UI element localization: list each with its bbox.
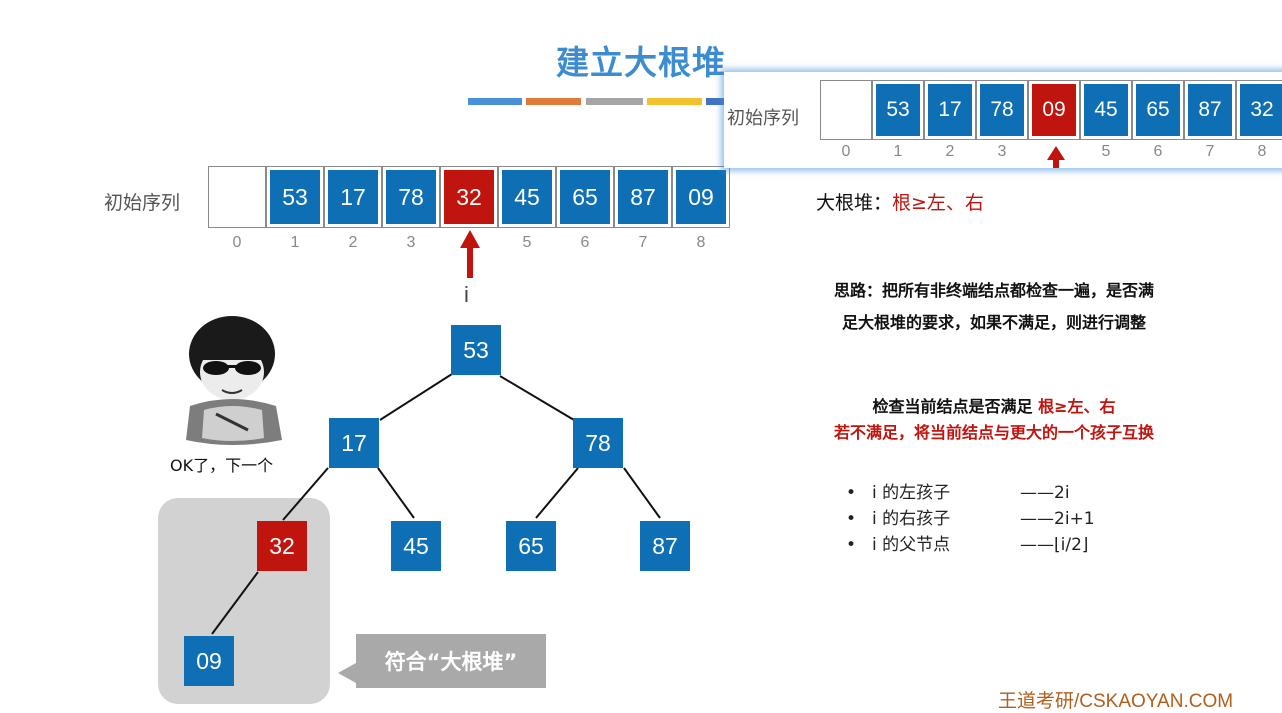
array-cell xyxy=(208,166,266,228)
array-cell-value: 09 xyxy=(1032,84,1076,136)
array-label: 初始序列 xyxy=(104,192,181,214)
idea-note: 思路：把所有非终端结点都检查一遍，是否满 足大根堆的要求，如果不满足，则进行调整 xyxy=(780,276,1208,338)
array-cell: 17 xyxy=(924,80,976,140)
bullet-value: ——2i+1 xyxy=(1020,509,1095,529)
array-cell: 78 xyxy=(382,166,440,228)
page-title: 建立大根堆 xyxy=(556,43,726,82)
array-cell: 09 xyxy=(1028,80,1080,140)
bullet-name: i 的左孩子 xyxy=(872,483,951,503)
array-cell: 87 xyxy=(614,166,672,228)
array-cell-value: 17 xyxy=(328,170,378,224)
array-cell: 32 xyxy=(440,166,498,228)
stripe-4 xyxy=(647,98,702,105)
bullet-list: •i 的左孩子——2i •i 的右孩子——2i+1 •i 的父节点——⌊i/2⌋ xyxy=(846,480,1095,558)
array-cell: 53 xyxy=(266,166,324,228)
array-cell: 45 xyxy=(498,166,556,228)
check-line-1-prefix: 检查当前结点是否满足 xyxy=(872,397,1039,416)
array-cell-value: 53 xyxy=(876,84,920,136)
array-cell-value: 09 xyxy=(676,170,726,224)
bullet-name: i 的父节点 xyxy=(872,535,951,555)
bullet-item: •i 的父节点——⌊i/2⌋ xyxy=(846,532,1095,558)
heap-rule-prefix: 大根堆： xyxy=(816,192,893,214)
bullet-value: ——⌊i/2⌋ xyxy=(1020,535,1089,555)
array-cell: 78 xyxy=(976,80,1028,140)
array-index: 8 xyxy=(696,234,706,251)
array-cell: 65 xyxy=(1132,80,1184,140)
idea-line-1: 思路：把所有非终端结点都检查一遍，是否满 xyxy=(833,281,1154,300)
stripe-2 xyxy=(526,98,581,105)
array-index: 6 xyxy=(580,234,590,251)
tree-node: 78 xyxy=(573,418,623,468)
tree-node: 65 xyxy=(506,521,556,571)
tree-node: 45 xyxy=(391,521,441,571)
pointer-arrow-icon xyxy=(460,230,480,278)
array-cell: 87 xyxy=(1184,80,1236,140)
idea-line-2: 足大根堆的要求，如果不满足，则进行调整 xyxy=(841,313,1146,332)
check-note: 检查当前结点是否满足 根≥左、右 若不满足，将当前结点与更大的一个孩子互换 xyxy=(780,392,1208,448)
array-cell-value: 87 xyxy=(1188,84,1232,136)
array-cell: 65 xyxy=(556,166,614,228)
heap-rule-text: 根≥左、右 xyxy=(892,192,984,214)
array-cell-value: 87 xyxy=(618,170,668,224)
array-cell-value: 17 xyxy=(928,84,972,136)
array-cell: 09 xyxy=(672,166,730,228)
array-cell-value: 78 xyxy=(980,84,1024,136)
stripe-1 xyxy=(468,98,522,105)
callout: 符合“大根堆” xyxy=(356,634,546,688)
bullet-item: •i 的左孩子——2i xyxy=(846,480,1095,506)
array-cell: 32 xyxy=(1236,80,1282,140)
array-index: 5 xyxy=(1101,143,1111,160)
tree-node: 17 xyxy=(329,418,379,468)
tree-node: 87 xyxy=(640,521,690,571)
meme-caption: OK了，下一个 xyxy=(170,456,274,475)
array-cell-value: 53 xyxy=(270,170,320,224)
array-cell xyxy=(820,80,872,140)
array-index: 6 xyxy=(1153,143,1163,160)
array-index: 7 xyxy=(638,234,648,251)
array-index: 0 xyxy=(232,234,242,251)
check-line-1-rule: 根≥左、右 xyxy=(1038,397,1116,416)
bullet-name: i 的右孩子 xyxy=(872,509,951,529)
check-line-2: 若不满足，将当前结点与更大的一个孩子互换 xyxy=(833,423,1154,442)
array-index: 7 xyxy=(1205,143,1215,160)
array-cell-value: 65 xyxy=(1136,84,1180,136)
watermark: 王道考研/CSKAOYAN.COM xyxy=(998,691,1234,712)
array-cell-value: 45 xyxy=(1084,84,1128,136)
check-line-1: 检查当前结点是否满足 根≥左、右 xyxy=(780,392,1208,422)
array-index: 1 xyxy=(893,143,903,160)
array-index: 3 xyxy=(997,143,1007,160)
array-cell: 17 xyxy=(324,166,382,228)
array-cell-value: 45 xyxy=(502,170,552,224)
array-cell-value: 32 xyxy=(1240,84,1282,136)
bullet-item: •i 的右孩子——2i+1 xyxy=(846,506,1095,532)
tree-node-highlight: 32 xyxy=(257,521,307,571)
array-index: 8 xyxy=(1257,143,1267,160)
stripe-5 xyxy=(706,98,736,105)
tree-node: 53 xyxy=(451,325,501,375)
array-index: 1 xyxy=(290,234,300,251)
array-cell: 53 xyxy=(872,80,924,140)
tree-node: 09 xyxy=(184,636,234,686)
array-index: 5 xyxy=(522,234,532,251)
pointer-label: i xyxy=(464,282,469,307)
array-cell: 45 xyxy=(1080,80,1132,140)
bullet-value: ——2i xyxy=(1020,483,1070,503)
array-index: 3 xyxy=(406,234,416,251)
array-index: 2 xyxy=(945,143,955,160)
callout-tip xyxy=(338,663,356,683)
array-index: 0 xyxy=(841,143,851,160)
array-cell-value: 32 xyxy=(444,170,494,224)
heap-rule: 大根堆：根≥左、右 xyxy=(816,188,984,215)
meme-character-icon xyxy=(186,316,282,445)
array-index: 2 xyxy=(348,234,358,251)
stripe-3 xyxy=(586,98,643,105)
array-cell-value: 65 xyxy=(560,170,610,224)
inset-pointer-arrow-icon xyxy=(1047,146,1065,168)
inset-array-label: 初始序列 xyxy=(727,108,799,129)
array-cell-value: 78 xyxy=(386,170,436,224)
